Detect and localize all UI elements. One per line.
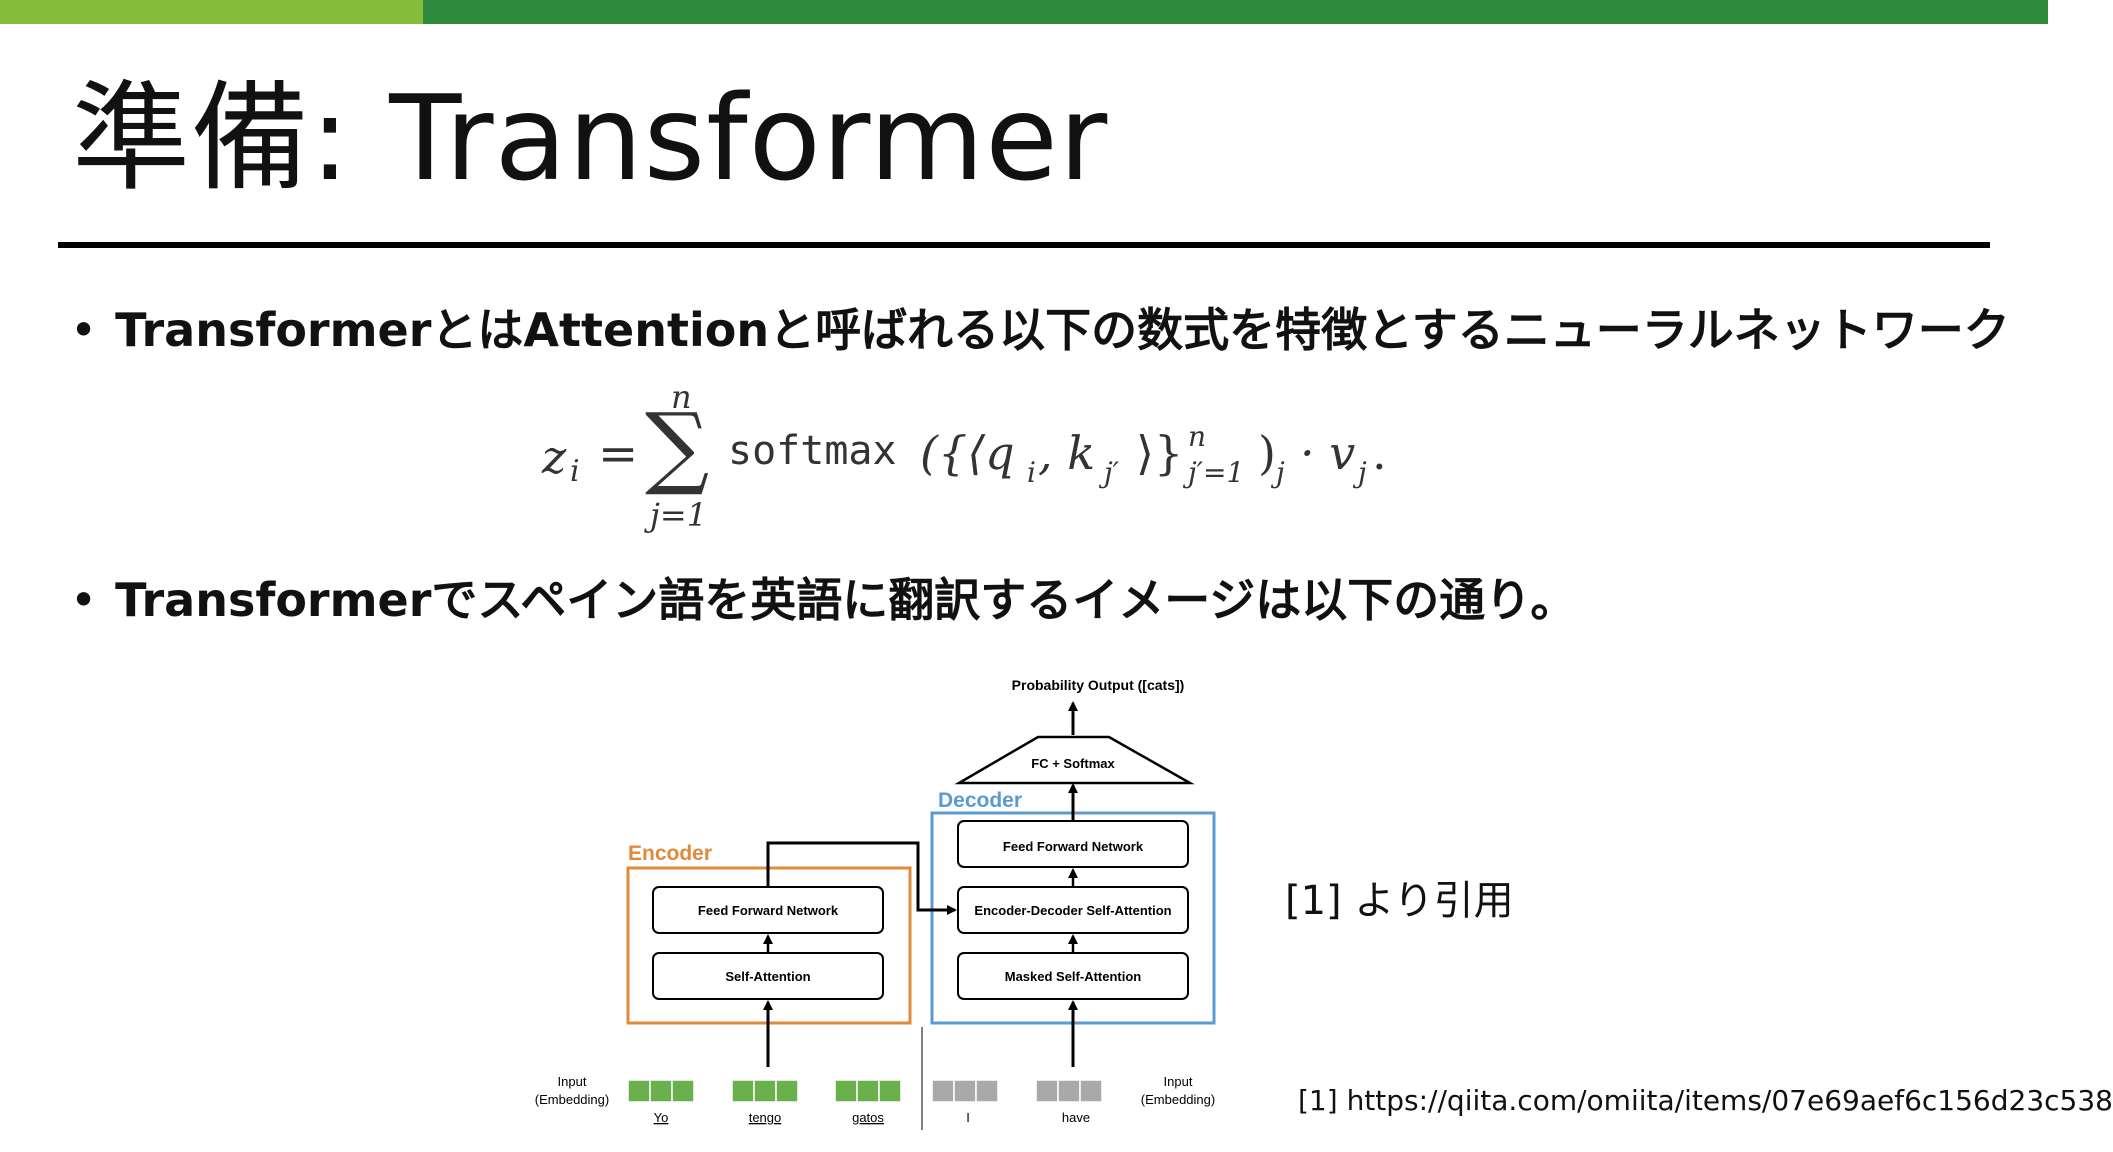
input-label-right-line1: Input xyxy=(1164,1074,1193,1089)
formula-period: . xyxy=(1372,426,1387,480)
formula-range-sub: j′=1 xyxy=(1188,456,1245,489)
transformer-diagram: Probability Output ([cats]) FC + Softmax… xyxy=(535,677,1216,1130)
formula-lhs: z xyxy=(542,430,567,484)
bullet-translation-text: Transformerでスペイン語を英語に翻訳するイメージは以下の通り。 xyxy=(115,573,1577,627)
top-accent-bar-dark xyxy=(423,0,2048,24)
bullet-dot: • xyxy=(70,303,98,357)
source-token-yo: Yo xyxy=(627,1079,695,1125)
output-label: Probability Output ([cats]) xyxy=(1012,677,1185,693)
bullet-attention: • TransformerとはAttentionと呼ばれる以下の数式を特徴とするニ… xyxy=(70,303,2010,358)
target-token-i: I xyxy=(931,1079,999,1125)
decoder-label: Decoder xyxy=(938,789,1022,812)
bullet-translation: • Transformerでスペイン語を英語に翻訳するイメージは以下の通り。 xyxy=(70,573,1576,628)
source-token-label: gatos xyxy=(852,1110,884,1125)
decoder-ffn-label: Feed Forward Network xyxy=(1003,839,1144,854)
attention-formula: z i = n ∑ j=1 softmax ({⟨q i , k j′ ⟩} n… xyxy=(540,378,1387,540)
decoder-masked-attention-label: Masked Self-Attention xyxy=(1005,969,1142,984)
bullet-attention-text: TransformerとはAttentionと呼ばれる以下の数式を特徴とするニュ… xyxy=(115,303,2010,357)
formula-lhs-sub: i xyxy=(570,454,580,489)
formula-dot-v: · v xyxy=(1300,426,1356,480)
decoder-cross-attention-label: Encoder-Decoder Self-Attention xyxy=(974,903,1171,918)
formula-sum-symbol: ∑ xyxy=(645,394,710,499)
formula-paren-close: ) xyxy=(1258,426,1276,480)
input-label-right-line2: (Embedding) xyxy=(1141,1092,1215,1107)
fc-softmax-label: FC + Softmax xyxy=(1031,756,1115,771)
formula-paren-sub: j xyxy=(1276,456,1285,489)
encoder-ffn-label: Feed Forward Network xyxy=(698,903,839,918)
target-token-label: I xyxy=(966,1110,970,1125)
formula-close: ⟩} xyxy=(1136,426,1184,480)
encoder-self-attention-label: Self-Attention xyxy=(725,969,810,984)
arrow-encoder-to-decoder xyxy=(766,841,957,915)
source-token-label: Yo xyxy=(654,1110,669,1125)
encoder-label: Encoder xyxy=(628,842,712,865)
source-token-label: tengo xyxy=(749,1110,782,1125)
decoder-ffn-block xyxy=(957,820,1189,868)
citation-note: [1] より引用 xyxy=(1285,878,1514,924)
formula-comma-k: , k xyxy=(1038,426,1096,480)
source-token-tengo: tengo xyxy=(731,1079,799,1125)
formula-v-sub: j xyxy=(1358,456,1367,489)
bullet-dot: • xyxy=(70,573,98,627)
formula-q-sub: i xyxy=(1027,456,1036,489)
fc-softmax-block xyxy=(954,735,1195,785)
title-divider xyxy=(58,242,1990,248)
formula-equals: = xyxy=(598,426,639,482)
top-accent-bar-light xyxy=(0,0,423,24)
source-token-gatos: gatos xyxy=(834,1079,902,1125)
formula-k-sub: j′ xyxy=(1104,456,1120,489)
formula-softmax: softmax xyxy=(728,428,897,474)
target-token-have: have xyxy=(1035,1079,1103,1125)
slide-title: 準備: Transformer xyxy=(72,69,1109,207)
formula-sum-upper: n xyxy=(671,378,692,416)
input-label-left-line1: Input xyxy=(558,1074,587,1089)
input-label-left-line2: (Embedding) xyxy=(535,1092,609,1107)
formula-body: ({⟨q xyxy=(920,426,1015,480)
reference-link[interactable]: [1] https://qiita.com/omiita/items/07e69… xyxy=(1298,1084,2113,1117)
formula-range-sup: n xyxy=(1188,420,1207,453)
formula-sum-lower: j=1 xyxy=(650,496,708,534)
target-token-label: have xyxy=(1062,1110,1090,1125)
top-accent-bar xyxy=(0,0,2048,24)
